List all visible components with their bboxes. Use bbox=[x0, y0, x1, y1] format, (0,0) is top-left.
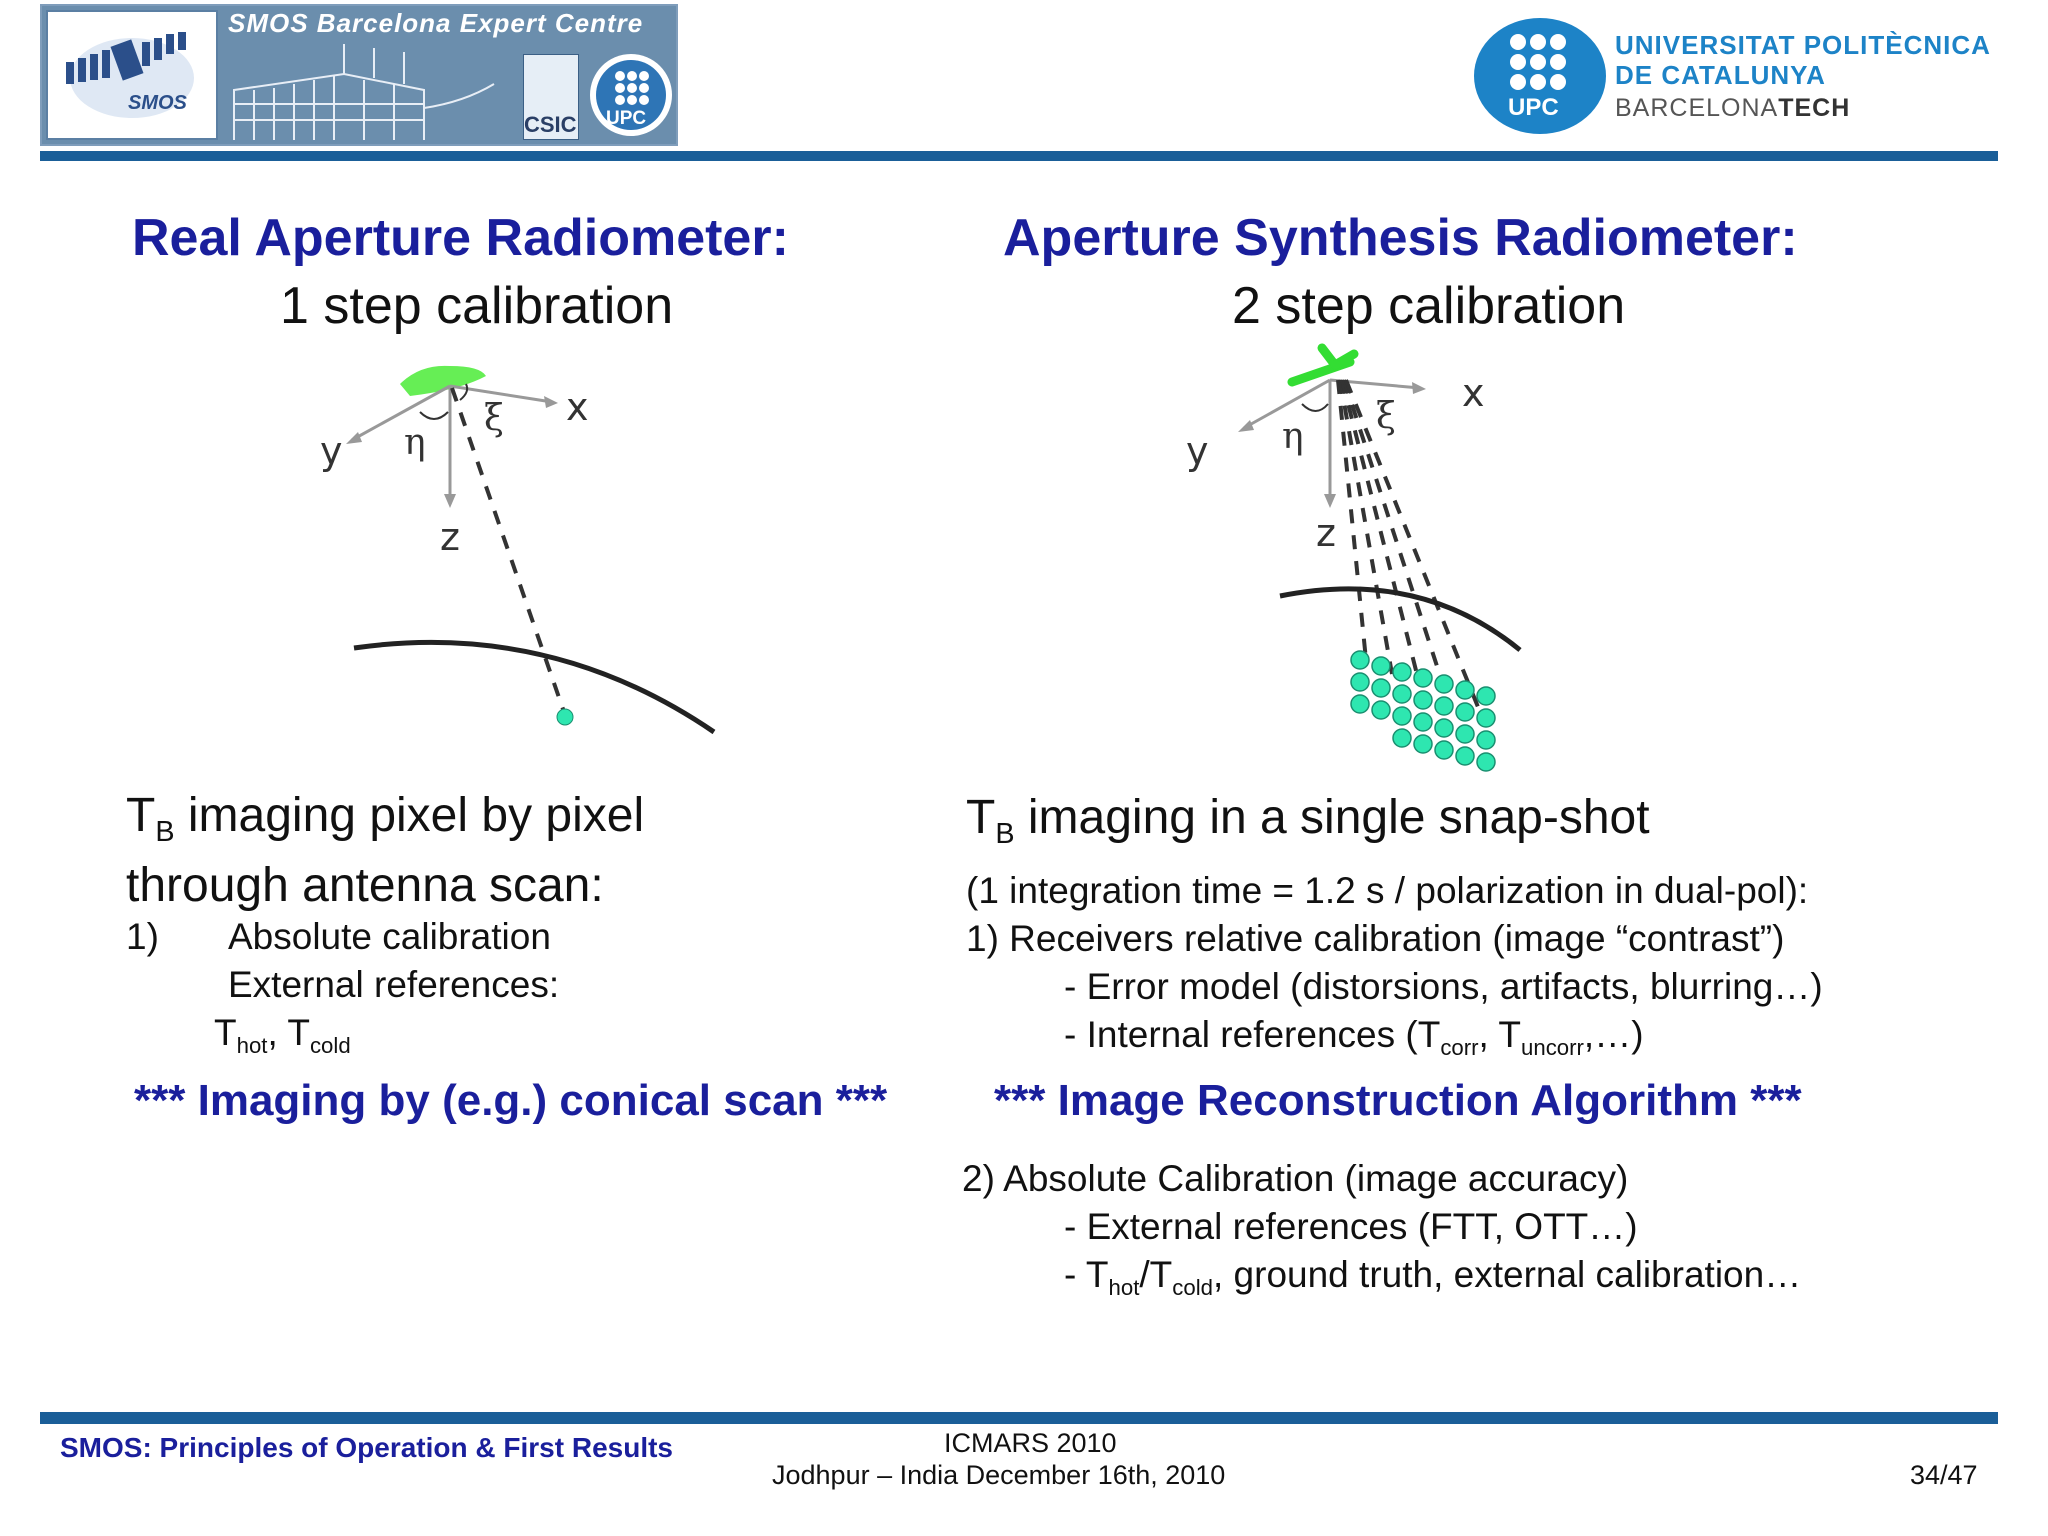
snapshot-pixel bbox=[1476, 686, 1496, 706]
upc-dots-icon bbox=[615, 71, 649, 105]
right-line1: TB imaging in a single snap-shot bbox=[966, 791, 1650, 851]
z-axis-label: z bbox=[1316, 511, 1336, 555]
right-step1: 1) Receivers relative calibration (image… bbox=[966, 918, 1785, 959]
eta-label: η bbox=[1282, 416, 1304, 457]
snapshot-pixel bbox=[1371, 678, 1391, 698]
right-subtitle: 2 step calibration bbox=[1232, 277, 1626, 335]
y-axis-label: y bbox=[1186, 429, 1209, 473]
right-highlight: *** Image Reconstruction Algorithm *** bbox=[994, 1076, 1802, 1125]
upc-small-logo-inner bbox=[596, 60, 666, 130]
smos-logo bbox=[46, 10, 218, 140]
university-name-line2: DE CATALUNYA bbox=[1615, 60, 1826, 90]
snapshot-pixel bbox=[1413, 712, 1433, 732]
y-axis-label: y bbox=[320, 429, 343, 473]
left-item1-text: Absolute calibration bbox=[228, 916, 551, 957]
snapshot-pixel bbox=[1455, 702, 1475, 722]
snapshot-pixel bbox=[1350, 694, 1370, 714]
left-line1: TB imaging pixel by pixel bbox=[126, 789, 645, 849]
building-illustration bbox=[233, 44, 495, 140]
snapshot-pixel bbox=[1392, 684, 1412, 704]
snapshot-pixel bbox=[1371, 700, 1391, 720]
earth-surface bbox=[353, 639, 716, 735]
y-antenna-icon bbox=[1287, 343, 1359, 387]
footer-place-date: Jodhpur – India December 16th, 2010 bbox=[772, 1460, 1226, 1490]
snapshot-pixel bbox=[1434, 718, 1454, 738]
right-title: Aperture Synthesis Radiometer: bbox=[1003, 209, 1798, 267]
snapshot-pixels bbox=[1350, 650, 1496, 772]
csic-logo-text: CSIC bbox=[524, 112, 577, 137]
smos-logo-text: SMOS bbox=[128, 92, 187, 114]
eta-label: η bbox=[404, 422, 426, 463]
snapshot-pixel bbox=[1476, 752, 1496, 772]
left-line2: through antenna scan: bbox=[126, 859, 604, 912]
snapshot-pixel bbox=[1476, 730, 1496, 750]
footer-talk-title: SMOS: Principles of Operation & First Re… bbox=[60, 1432, 673, 1463]
upc-dots-icon bbox=[1510, 34, 1566, 90]
xi-label: ξ bbox=[484, 398, 504, 439]
left-item1-number: 1) bbox=[126, 916, 159, 957]
snapshot-pixel bbox=[1413, 668, 1433, 688]
page-number: 34/47 bbox=[1910, 1460, 1978, 1490]
antenna-icon bbox=[400, 365, 486, 396]
snapshot-pixel bbox=[1350, 672, 1370, 692]
left-title: Real Aperture Radiometer: bbox=[132, 209, 789, 267]
left-item1-subtext: External references: bbox=[228, 964, 560, 1005]
university-name-line3: BARCELONATECH bbox=[1615, 94, 1851, 122]
x-axis-label: x bbox=[1462, 371, 1485, 415]
satellite-icon bbox=[66, 32, 194, 118]
snapshot-pixel bbox=[1371, 656, 1391, 676]
header-divider bbox=[40, 151, 1998, 161]
right-step1-bullet1: - Error model (distorsions, artifacts, b… bbox=[1064, 966, 1823, 1007]
aperture-synthesis-diagram: x y z η ξ bbox=[1186, 343, 1522, 772]
xi-label: ξ bbox=[1376, 396, 1396, 437]
snapshot-pixel bbox=[1392, 706, 1412, 726]
snapshot-pixel bbox=[1392, 662, 1412, 682]
footprint-pixel bbox=[556, 708, 574, 726]
snapshot-pixel bbox=[1434, 740, 1454, 760]
right-step2-bullet2: - Thot/Tcold, ground truth, external cal… bbox=[1064, 1254, 1802, 1300]
snapshot-pixel bbox=[1434, 674, 1454, 694]
snapshot-pixel bbox=[1455, 746, 1475, 766]
right-step1-bullet2: - Internal references (Tcorr, Tuncorr,…) bbox=[1064, 1014, 1644, 1060]
snapshot-pixel bbox=[1455, 680, 1475, 700]
footer-divider bbox=[40, 1412, 1998, 1424]
real-aperture-diagram: x y z η ξ bbox=[320, 365, 716, 735]
left-highlight: *** Imaging by (e.g.) conical scan *** bbox=[134, 1076, 888, 1125]
snapshot-pixel bbox=[1392, 728, 1412, 748]
left-subtitle: 1 step calibration bbox=[280, 277, 674, 335]
snapshot-pixel bbox=[1476, 708, 1496, 728]
snapshot-pixel bbox=[1434, 696, 1454, 716]
earth-surface bbox=[1279, 586, 1522, 652]
footer-conference: ICMARS 2010 bbox=[944, 1428, 1117, 1458]
centre-title: SMOS Barcelona Expert Centre bbox=[228, 8, 644, 38]
right-step2-bullet1: - External references (FTT, OTT…) bbox=[1064, 1206, 1638, 1247]
z-axis-label: z bbox=[440, 515, 460, 559]
left-temps: Thot, Tcold bbox=[214, 1012, 351, 1058]
right-integration-note: (1 integration time = 1.2 s / polarizati… bbox=[966, 870, 1809, 911]
upc-logo bbox=[1474, 18, 1606, 134]
snapshot-pixel bbox=[1413, 690, 1433, 710]
upc-small-logo-text: UPC bbox=[606, 108, 647, 129]
csic-logo bbox=[523, 54, 579, 140]
university-name-line1: UNIVERSITAT POLITÈCNICA bbox=[1615, 30, 1991, 60]
x-axis-label: x bbox=[566, 385, 589, 429]
snapshot-pixel bbox=[1350, 650, 1370, 670]
right-step2: 2) Absolute Calibration (image accuracy) bbox=[962, 1158, 1629, 1199]
snapshot-pixel bbox=[1413, 734, 1433, 754]
snapshot-pixel bbox=[1455, 724, 1475, 744]
upc-logo-text: UPC bbox=[1508, 94, 1559, 121]
